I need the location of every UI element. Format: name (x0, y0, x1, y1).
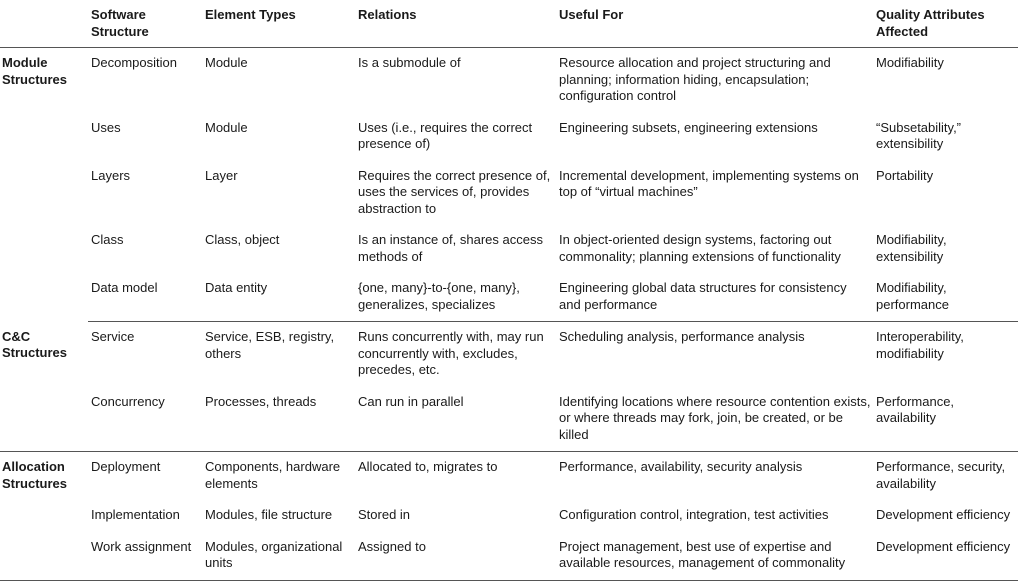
table-row: Allocation Structures Deployment Compone… (0, 451, 1018, 581)
cell-quality: Interoperability, modifiability (876, 329, 964, 361)
cell-quality: Performance, security, availability (876, 459, 1006, 491)
cell-quality: Performance, availability (873, 386, 1018, 452)
cell-useful-for: Project management, best use of expertis… (556, 531, 873, 581)
cell-elements: Modules, organizational units (202, 531, 355, 581)
cell-relations: Is an instance of, shares access methods… (358, 232, 543, 264)
table-row: Work assignment Modules, organizational … (0, 531, 1018, 581)
cell-elements: Components, hardware elements (205, 459, 341, 491)
cell-relations: Is a submodule of (358, 55, 461, 70)
cell-useful-for: Scheduling analysis, performance analysi… (559, 329, 805, 344)
cell-elements: Data entity (202, 273, 355, 322)
cell-structure: Deployment (91, 459, 161, 474)
group-label: C&C Structures (0, 321, 88, 452)
table-row: C&C Structures Service Service, ESB, reg… (0, 321, 1018, 452)
header-useful-for: Useful For (556, 0, 873, 48)
cell-useful-for: Engineering subsets, engineering extensi… (559, 119, 818, 135)
cell-quality: Modifiability, performance (873, 273, 1018, 322)
cell-relations: Uses (i.e., requires the correct presenc… (358, 119, 533, 152)
cell-relations: Runs concurrently with, may run concurre… (358, 329, 544, 377)
cell-elements: Service, ESB, registry, others (205, 329, 335, 361)
header-quality-attributes: Quality Attributes Affected (873, 0, 1018, 48)
header-structure: Software Structure (88, 0, 202, 48)
group-label: Module Structures (2, 55, 68, 87)
cell-structure: Service (91, 329, 135, 344)
cell-useful-for: Resource allocation and project structur… (559, 55, 831, 103)
table-row: Layers Layer Requires the correct presen… (0, 161, 1018, 226)
cell-useful-for: Configuration control, integration, test… (559, 507, 829, 522)
table-row: Concurrency Processes, threads Can run i… (0, 386, 1018, 452)
table-row: Module Structures Decomposition Module I… (0, 48, 1018, 113)
cell-structure: Concurrency (88, 386, 202, 452)
cell-quality: Development efficiency (876, 507, 1011, 522)
header-group (0, 0, 88, 48)
cell-structure: Class (91, 232, 124, 247)
table-row: Uses Module Uses (i.e., requires the cor… (0, 113, 1018, 161)
cell-elements: Modules, file structure (205, 507, 333, 522)
cell-structure: Uses (91, 119, 121, 135)
cell-quality: Modifiability, extensibility (876, 232, 947, 264)
header-row: Software Structure Element Types Relatio… (0, 0, 1018, 48)
cell-elements: Processes, threads (202, 386, 355, 452)
cell-elements: Class, object (205, 232, 280, 247)
cell-structure: Data model (88, 273, 202, 322)
cell-structure: Work assignment (88, 531, 202, 581)
header-element-types: Element Types (202, 0, 355, 48)
cell-elements: Module (205, 119, 248, 135)
cell-relations: Stored in (358, 507, 411, 522)
cell-relations: Assigned to (355, 531, 556, 581)
table-row: Implementation Modules, file structure S… (0, 500, 1018, 532)
cell-quality: Portability (876, 167, 934, 183)
cell-structure: Decomposition (91, 55, 177, 70)
group-label: Allocation Structures (0, 451, 88, 581)
cell-structure: Layers (91, 167, 131, 183)
cell-elements: Module (205, 55, 248, 70)
cell-quality: “Subsetability,” extensibility (876, 119, 962, 152)
cell-relations: {one, many}-to-{one, many}, generalizes,… (355, 273, 556, 322)
cell-quality: Modifiability (876, 55, 944, 70)
cell-quality: Development efficiency (873, 531, 1018, 581)
cell-useful-for: Incremental development, implementing sy… (559, 167, 859, 200)
cell-relations: Can run in parallel (355, 386, 556, 452)
cell-elements: Layer (205, 167, 238, 183)
table-row: Data model Data entity {one, many}-to-{o… (0, 273, 1018, 322)
header-relations: Relations (355, 0, 556, 48)
table-row: Class Class, object Is an instance of, s… (0, 225, 1018, 273)
cell-useful-for: Performance, availability, security anal… (559, 459, 803, 474)
cell-structure: Implementation (91, 507, 180, 522)
cell-useful-for: Identifying locations where resource con… (556, 386, 873, 452)
cell-relations: Requires the correct presence of, uses t… (358, 167, 551, 216)
cell-useful-for: In object-oriented design systems, facto… (559, 232, 841, 264)
cell-relations: Allocated to, migrates to (358, 459, 498, 474)
cell-useful-for: Engineering global data structures for c… (556, 273, 873, 322)
